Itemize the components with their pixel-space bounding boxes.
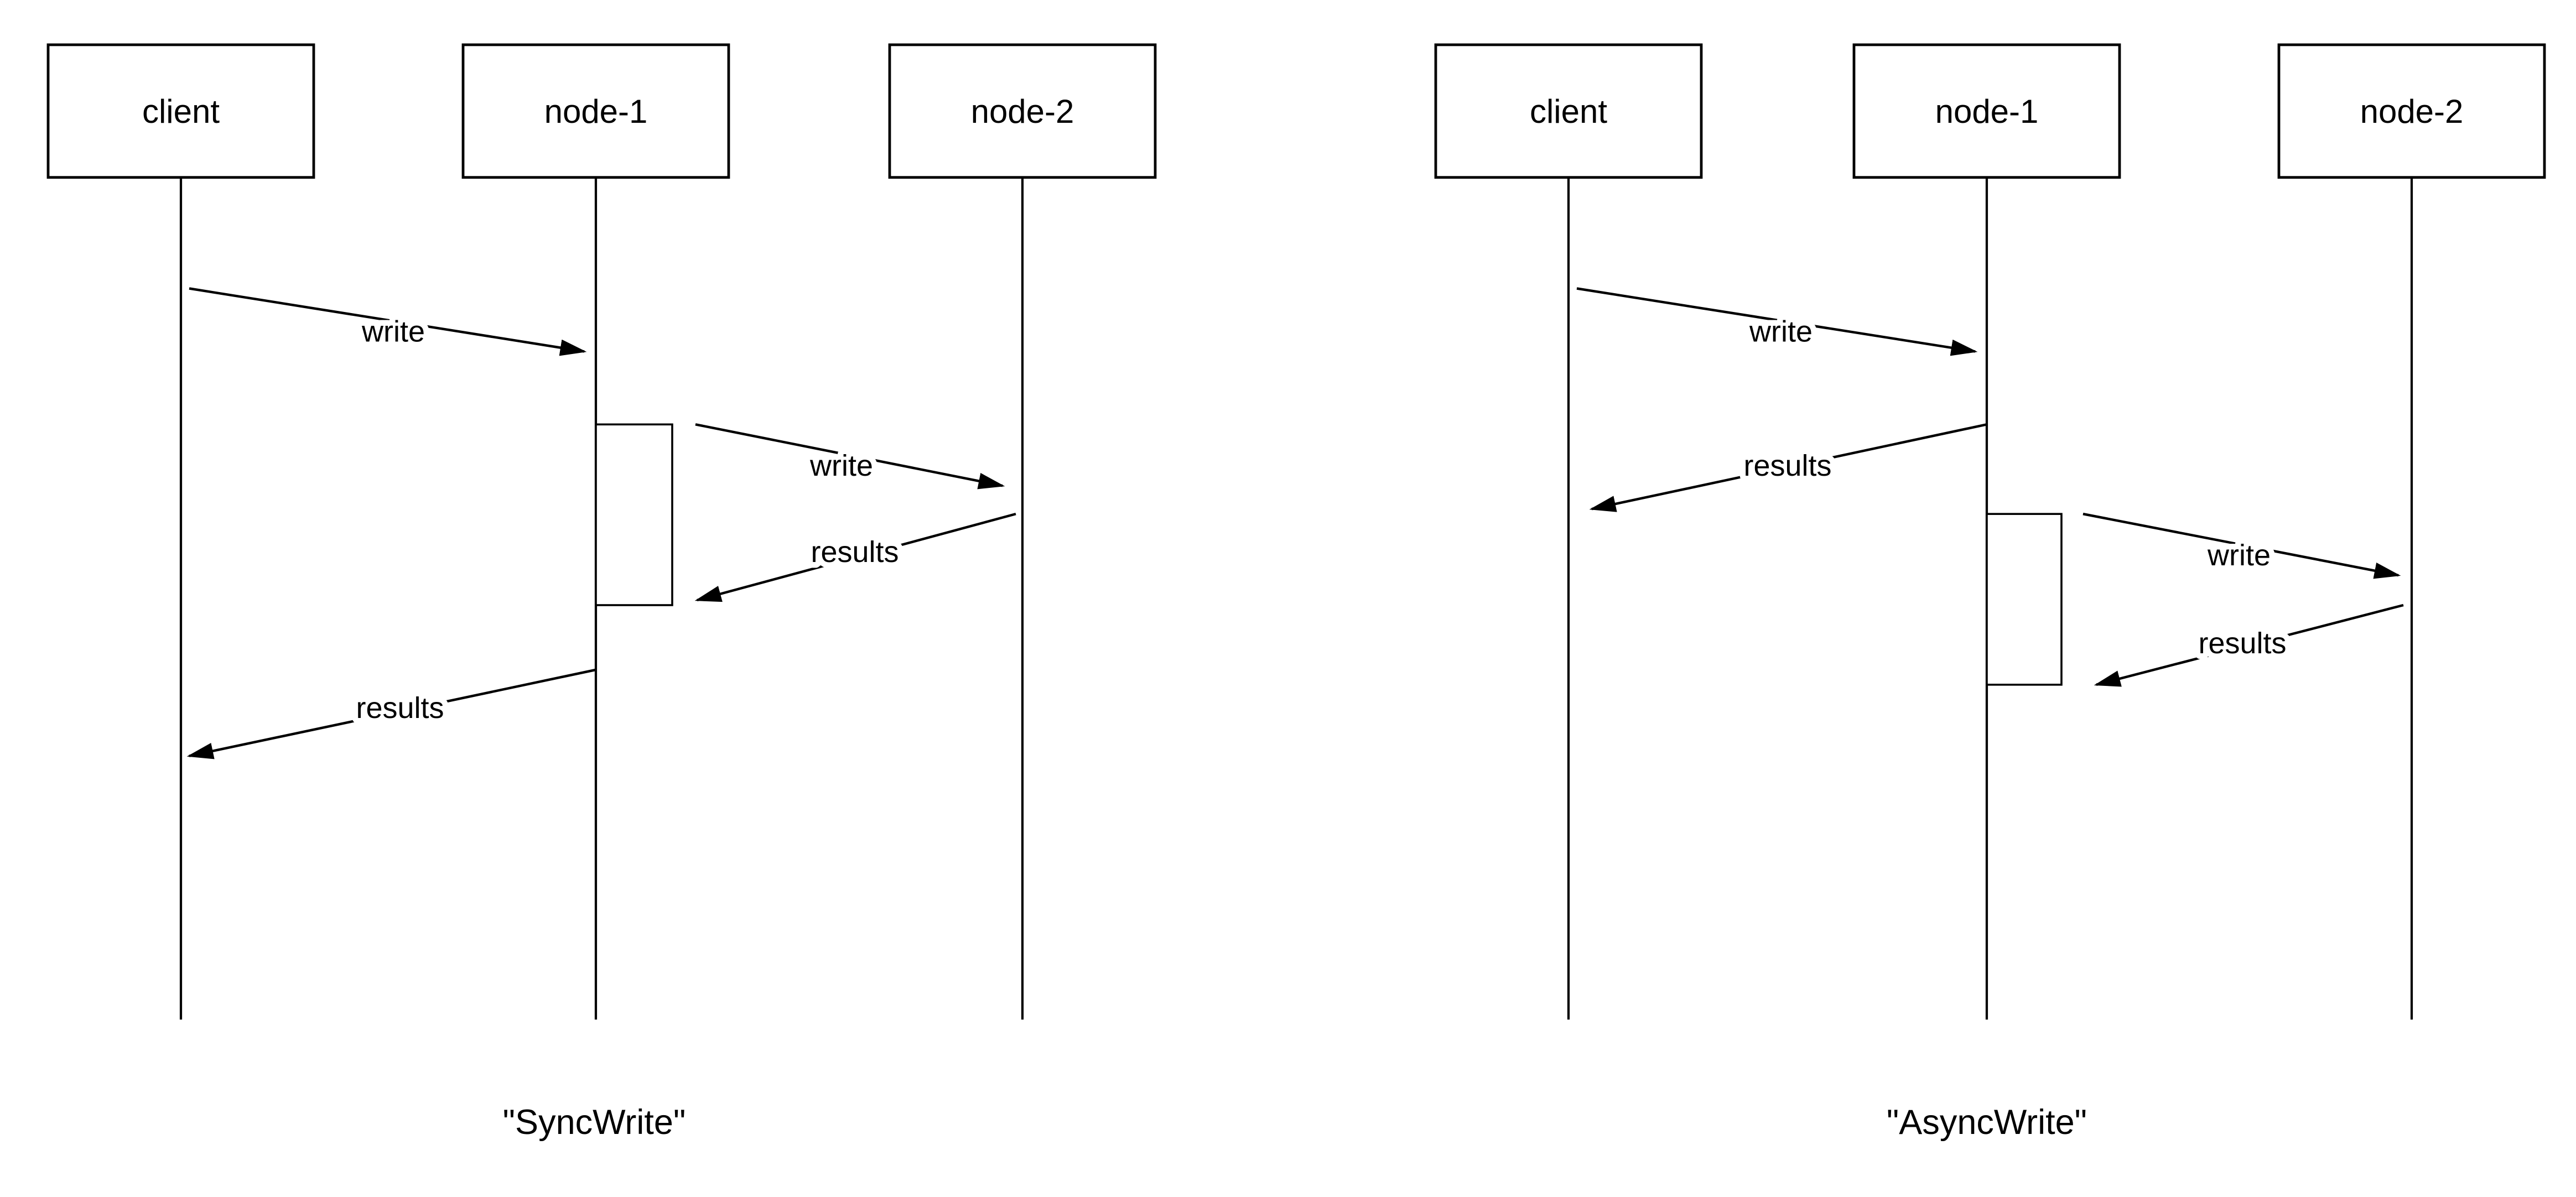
- actor-box-client: [46, 43, 315, 179]
- message-arrow-results-node1-client: [186, 668, 596, 759]
- message-arrow-results-node2-node1: [2094, 603, 2404, 687]
- activation-bar-node-1: [1986, 513, 2063, 686]
- actor-label-client: client: [142, 93, 220, 130]
- message-label: results: [811, 535, 899, 569]
- message-label: write: [809, 449, 873, 482]
- actor-label-node-1: node-1: [1935, 93, 2039, 130]
- message-arrow-write-node1-node2: [2082, 512, 2401, 579]
- message-label: results: [2198, 627, 2286, 660]
- actor-label-node-1: node-1: [544, 93, 648, 130]
- diagram-caption-asyncwrite: "AsyncWrite": [1887, 1103, 2087, 1142]
- activation-bar-node-1: [595, 423, 673, 606]
- message-arrow-write-client-node1: [189, 287, 587, 356]
- message-arrow-write-client-node1: [1576, 287, 1978, 356]
- actor-label-client: client: [1530, 93, 1607, 130]
- message-label: results: [1743, 449, 1831, 482]
- actor-box-node-1: [461, 43, 730, 179]
- message-label: write: [2207, 539, 2271, 572]
- actor-box-node-2: [2277, 43, 2546, 179]
- message-arrow-write-node1-node2: [695, 423, 1005, 490]
- actor-box-client: [1434, 43, 1703, 179]
- async-write-diagram: client node-1 node-2 write results write…: [1434, 43, 2546, 1142]
- sync-write-diagram: client node-1 node-2 write write results…: [46, 43, 1157, 1142]
- message-label: write: [1749, 315, 1812, 348]
- diagram-caption-syncwrite: "SyncWrite": [503, 1103, 686, 1142]
- message-label: write: [361, 315, 425, 348]
- message-label: results: [356, 691, 444, 725]
- actor-label-node-2: node-2: [2360, 93, 2464, 130]
- actor-label-node-2: node-2: [971, 93, 1074, 130]
- message-arrow-results-node1-client: [1589, 423, 1987, 512]
- actor-box-node-1: [1852, 43, 2121, 179]
- message-arrow-results-node2-node1: [694, 512, 1016, 602]
- actor-box-node-2: [888, 43, 1157, 179]
